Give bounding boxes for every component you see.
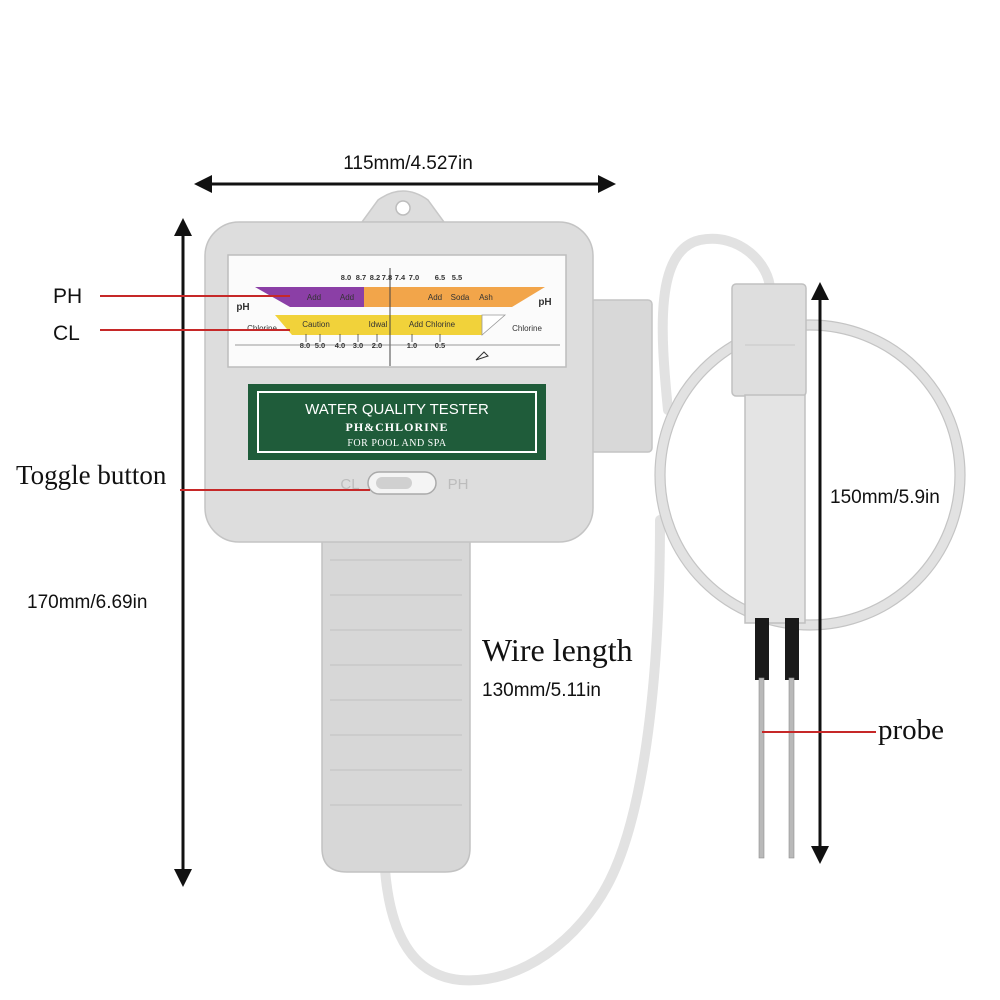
switch-label-ph: PH [448, 476, 469, 493]
cl-zone-label-2: Add Chlorine [409, 320, 456, 329]
mode-toggle-switch[interactable] [367, 471, 437, 495]
ph-zone-orange [364, 287, 545, 307]
probe-dimension-label: 150mm/5.9in [830, 487, 940, 508]
ph-tick-4: 7.4 [395, 273, 406, 282]
ph-zone-purple [255, 287, 364, 307]
cl-tick-1: 5.0 [315, 341, 325, 350]
ph-zone-label-4: Ash [479, 293, 493, 302]
ph-side-label-left: pH [236, 302, 249, 313]
ph-zone-label-3: Soda [451, 293, 470, 302]
ph-tick-3: 7.8 [382, 273, 392, 282]
ph-zone-label-1: Add [340, 293, 354, 302]
ph-tick-5: 7.0 [409, 273, 419, 282]
ph-side-label-right: pH [538, 297, 551, 308]
cl-tick-0: 8.0 [300, 341, 310, 350]
probe-cable [380, 233, 965, 986]
callout-lines [100, 295, 876, 733]
cl-zone-white [481, 314, 507, 336]
panel-title: WATER QUALITY TESTER [305, 401, 489, 418]
cl-tick-5: 1.0 [407, 341, 417, 350]
toggle-button-callout-label: Toggle button [16, 460, 167, 490]
ph-zone-label-2: Add [428, 293, 442, 302]
ph-tick-6: 6.5 [435, 273, 445, 282]
product-label-panel: WATER QUALITY TESTER PH&CHLORINE FOR POO… [248, 384, 546, 460]
cl-tick-6: 0.5 [435, 341, 445, 350]
meter-scale: 8.0 8.7 8.2 7.8 7.4 7.0 6.5 5.5 Add Add … [235, 268, 560, 366]
cl-side-label-left: Chlorine [247, 324, 277, 333]
switch-label-cl: CL [340, 476, 359, 493]
probe [731, 283, 807, 859]
cl-tick-3: 3.0 [353, 341, 363, 350]
cl-zone-label-0: Caution [302, 320, 330, 329]
ph-tick-0: 8.0 [341, 273, 351, 282]
wire-length-label: 130mm/5.11in [482, 680, 601, 701]
width-dimension-label: 115mm/4.527in [343, 153, 473, 174]
cl-tick-2: 4.0 [335, 341, 345, 350]
cl-zone-label-1: Idwal [369, 320, 388, 329]
ph-callout-label: PH [53, 285, 82, 308]
cl-tick-4: 2.0 [372, 341, 382, 350]
ph-zone-label-0: Add [307, 293, 321, 302]
height-dimension-arrow [174, 218, 192, 887]
ph-tick-1: 8.7 [356, 273, 366, 282]
cl-zone-yellow [275, 315, 482, 335]
cl-side-label-right: Chlorine [512, 324, 542, 333]
cl-callout-label: CL [53, 322, 80, 345]
width-dimension-arrow [194, 175, 616, 193]
wire-length-title: Wire length [482, 632, 633, 668]
probe-callout-label: probe [878, 714, 944, 746]
probe-dimension-arrow [811, 282, 829, 864]
panel-subtitle: PH&CHLORINE [345, 420, 448, 434]
ph-tick-7: 5.5 [452, 273, 462, 282]
panel-usage: FOR POOL AND SPA [347, 438, 447, 449]
ph-tick-2: 8.2 [370, 273, 380, 282]
height-dimension-label: 170mm/6.69in [27, 592, 147, 613]
